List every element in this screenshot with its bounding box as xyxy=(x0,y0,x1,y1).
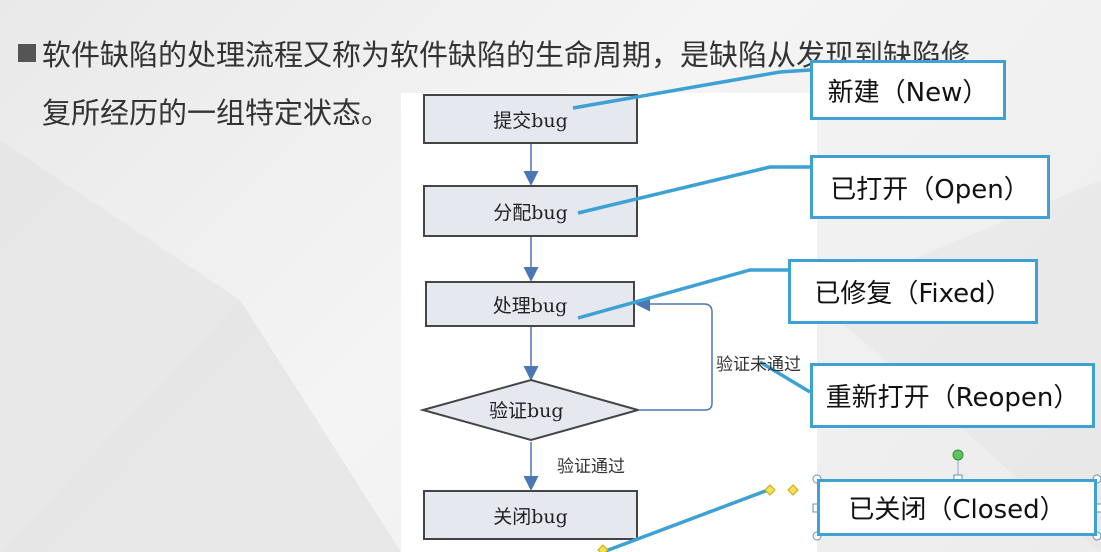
state-box-fixed-label: 已修复（Fixed） xyxy=(814,279,1012,309)
adjust-handle-2[interactable] xyxy=(787,484,799,496)
state-box-closed[interactable]: 已关闭（Closed） xyxy=(817,479,1097,536)
flow-label-verify-pass: 验证通过 xyxy=(557,457,625,477)
state-box-reopen-label: 重新打开（Reopen） xyxy=(825,383,1080,413)
flow-box-process-label: 处理bug xyxy=(492,294,568,317)
square-bullet-icon xyxy=(18,44,36,62)
state-box-open-label: 已打开（Open） xyxy=(830,174,1030,205)
state-box-open[interactable]: 已打开（Open） xyxy=(810,155,1050,219)
adjust-handle-1[interactable] xyxy=(764,484,776,496)
intro-line-2: 复所经历的一组特定状态。 xyxy=(42,96,391,130)
state-box-closed-label: 已关闭（Closed） xyxy=(848,495,1066,525)
state-box-fixed[interactable]: 已修复（Fixed） xyxy=(788,259,1038,324)
state-box-new-label: 新建（New） xyxy=(827,77,989,108)
flow-box-submit-label: 提交bug xyxy=(493,109,568,132)
state-box-reopen[interactable]: 重新打开（Reopen） xyxy=(810,363,1095,428)
adjust-handle-3[interactable] xyxy=(597,544,609,552)
flow-box-assign-label: 分配bug xyxy=(493,201,568,224)
leader-closed xyxy=(602,488,769,552)
flow-box-process: 处理bug xyxy=(425,281,635,327)
flow-arrow-loop-back xyxy=(635,296,713,411)
flow-box-close-label: 关闭bug xyxy=(493,505,568,528)
flow-box-close: 关闭bug xyxy=(423,490,638,540)
leader-open xyxy=(577,165,810,215)
rotate-handle[interactable] xyxy=(952,449,964,461)
leader-new xyxy=(572,68,811,110)
leader-reopen xyxy=(759,360,811,394)
leader-fixed xyxy=(577,268,790,320)
flow-label-verify-fail: 验证未通过 xyxy=(716,355,801,375)
flow-diamond-verify-label: 验证bug xyxy=(489,400,564,422)
state-box-new[interactable]: 新建（New） xyxy=(810,60,1006,120)
flow-box-assign: 分配bug xyxy=(423,185,638,237)
